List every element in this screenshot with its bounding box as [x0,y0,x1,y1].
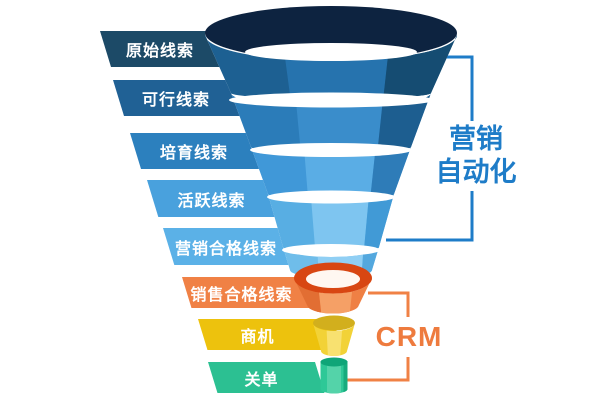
stage-label-mql: 营销合格线索 [163,228,289,265]
stage-label-text: 商机 [240,328,275,346]
stage-label-opportunity: 商机 [198,319,317,350]
stage-label-nurtured-leads: 培育线索 [130,133,258,169]
stage-label-text: 活跃线索 [177,192,246,210]
green-cylinder [320,357,348,394]
marketing-automation-label-line2: 自动化 [435,157,517,187]
stage-label-active-leads: 活跃线索 [147,180,276,217]
stage-label-text: 关单 [244,371,279,389]
stage-label-closed-deal: 关单 [208,362,315,393]
green-cylinder-top [320,357,348,367]
stage-label-text: 可行线索 [141,92,210,109]
stage-label-text: 销售合格线索 [190,286,293,304]
orange-cup-opening [306,270,360,288]
stage-label-workable-leads: 可行线索 [113,80,239,116]
stage-label-sql: 销售合格线索 [182,277,301,308]
funnel-band-4 [268,194,394,253]
crm-label: CRM [374,317,444,357]
orange-cup [294,262,372,314]
stage-label-text: 营销合格线索 [174,240,277,258]
yellow-cup-top [313,315,355,331]
marketing-automation-label: 营销 自动化 [428,121,524,191]
funnel-gap-1 [229,92,433,108]
stage-label-text: 培育线索 [159,145,228,162]
funnel-mouth-opening [245,43,417,61]
stage-label-raw-leads: 原始线索 [100,31,220,67]
marketing-automation-label-line1: 营销 [449,124,503,154]
funnel-gap-2 [250,143,412,157]
funnel-gap-3 [267,190,395,204]
yellow-cup [313,315,355,356]
funnel-gap-4 [282,244,380,256]
stage-label-text: 原始线索 [125,43,194,60]
